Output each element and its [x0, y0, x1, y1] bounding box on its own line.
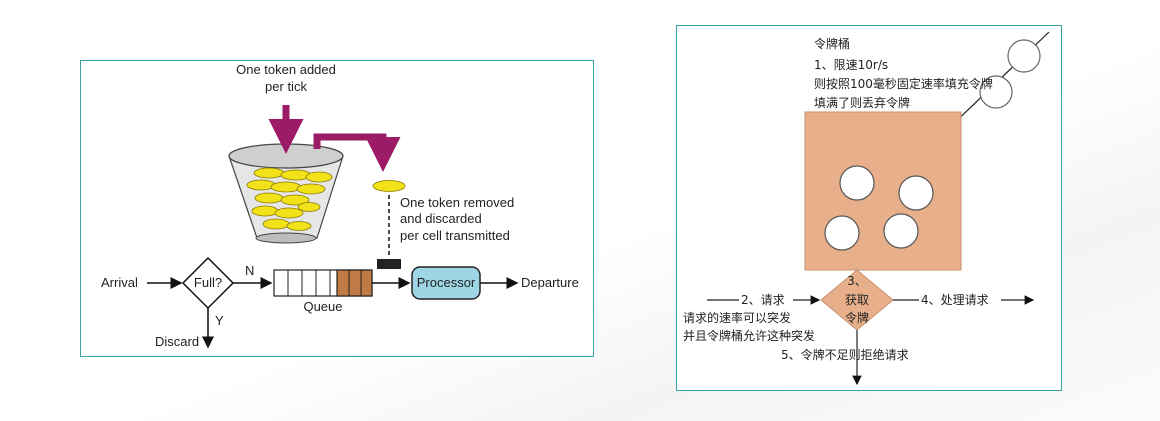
token-bucket-icon [228, 143, 344, 244]
left-diagram: One token added per tick [101, 62, 579, 349]
token-icon [883, 213, 919, 249]
process-label: 4、处理请求 [921, 293, 989, 307]
full-label: Full? [194, 275, 222, 290]
burst-note-1: 请求的速率可以突发 [683, 310, 791, 325]
incoming-token-icon [1007, 39, 1041, 73]
arrival-label: Arrival [101, 275, 138, 290]
decision-line-3: 令牌 [845, 310, 869, 325]
token-icon [824, 215, 860, 251]
burst-note-2: 并且令牌桶允许这种突发 [683, 328, 815, 343]
decision-line-1: 3、 [847, 274, 867, 288]
rate-line: 1、限速10r/s [814, 58, 888, 72]
y-label: Y [215, 313, 224, 328]
token-added-label-1: One token added [236, 62, 336, 77]
token-removed-label-2: and discarded [400, 211, 482, 226]
token-icon [898, 175, 934, 211]
decision-line-2: 获取 [845, 293, 869, 307]
right-diagram-panel: 令牌桶 1、限速10r/s 则按照100毫秒固定速率填充令牌 填满了则丢弃令牌 … [676, 25, 1062, 391]
left-diagram-panel: One token added per tick [80, 60, 594, 357]
remove-token-arrow [313, 133, 401, 172]
discard-rule-line: 填满了则丢弃令牌 [814, 95, 910, 110]
removed-token-icon [372, 180, 406, 192]
gate-block [377, 259, 401, 269]
request-label: 2、请求 [741, 293, 785, 307]
right-diagram: 令牌桶 1、限速10r/s 则按照100毫秒固定速率填充令牌 填满了则丢弃令牌 … [683, 31, 1050, 386]
processor-label: Processor [417, 275, 476, 290]
incoming-token-icon [979, 75, 1013, 109]
fill-rule-line: 则按照100毫秒固定速率填充令牌 [814, 76, 993, 91]
queue-icon [273, 269, 373, 297]
queue-label: Queue [303, 299, 342, 314]
n-label: N [245, 263, 254, 278]
token-added-label-2: per tick [265, 79, 307, 94]
bucket-title: 令牌桶 [814, 36, 850, 51]
reject-label: 5、令牌不足则拒绝请求 [781, 347, 909, 362]
discard-label: Discard [155, 334, 199, 349]
token-removed-label-1: One token removed [400, 195, 514, 210]
departure-label: Departure [521, 275, 579, 290]
token-removed-label-3: per cell transmitted [400, 228, 510, 243]
token-bucket [804, 111, 962, 271]
token-icon [839, 165, 875, 201]
